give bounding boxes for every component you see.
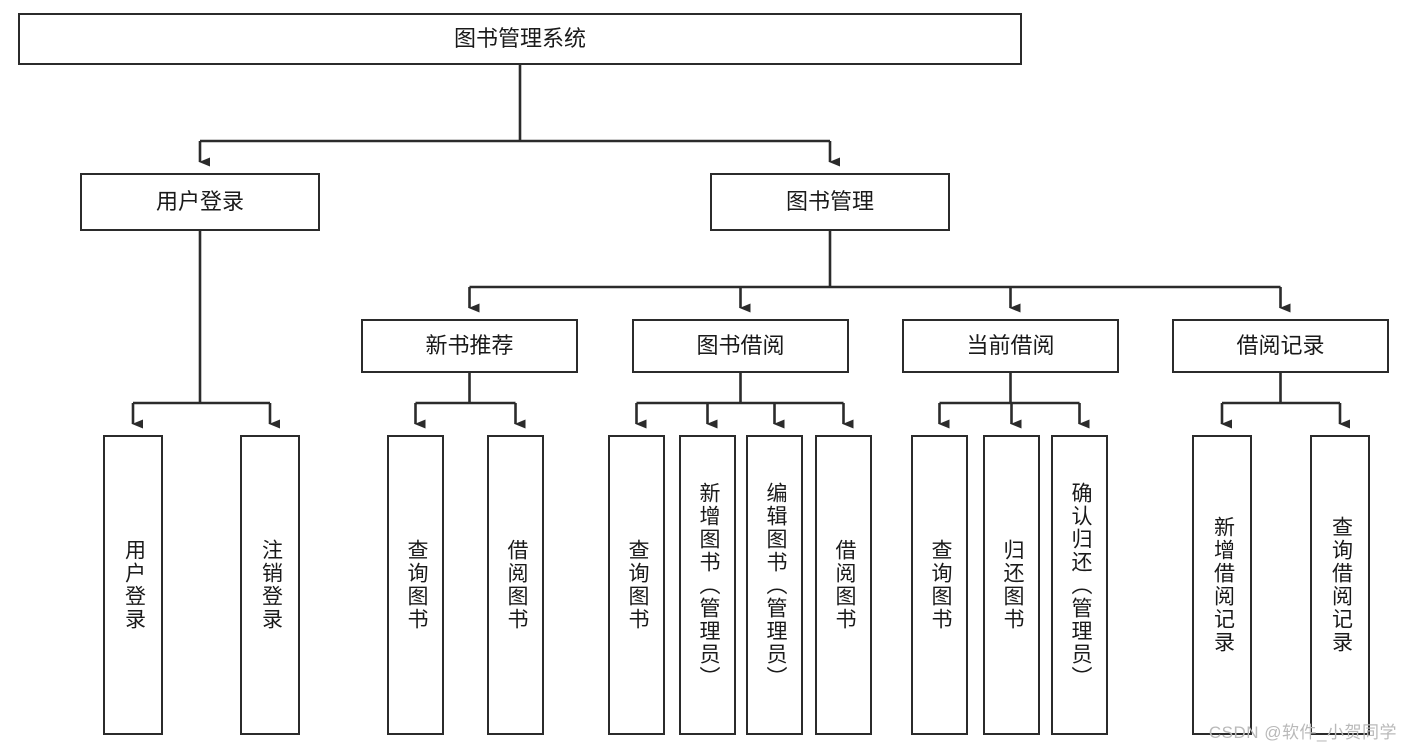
node-user-login[interactable]: 用户登录 bbox=[80, 173, 320, 231]
node-borrow-record[interactable]: 借阅记录 bbox=[1172, 319, 1389, 373]
node-leaf-borrow-book-1[interactable]: 借阅图书 bbox=[487, 435, 544, 735]
node-book-borrow[interactable]: 图书借阅 bbox=[632, 319, 849, 373]
node-leaf-add-record[interactable]: 新增借阅记录 bbox=[1192, 435, 1252, 735]
node-label-leaf-add-book: 新增图书（管理员） bbox=[696, 481, 720, 689]
node-label-leaf-borrow-book-1: 借阅图书 bbox=[504, 539, 528, 631]
node-label-leaf-query-book-1: 查询图书 bbox=[404, 539, 428, 631]
node-root[interactable]: 图书管理系统 bbox=[18, 13, 1022, 65]
node-leaf-user-logout[interactable]: 注销登录 bbox=[240, 435, 300, 735]
node-label-leaf-query-record: 查询借阅记录 bbox=[1329, 516, 1353, 654]
node-leaf-query-book-2[interactable]: 查询图书 bbox=[608, 435, 665, 735]
node-label-book-manage: 图书管理 bbox=[785, 188, 874, 214]
node-current-borrow[interactable]: 当前借阅 bbox=[902, 319, 1119, 373]
node-leaf-user-login[interactable]: 用户登录 bbox=[103, 435, 163, 735]
node-leaf-borrow-book-2[interactable]: 借阅图书 bbox=[815, 435, 872, 735]
node-label-leaf-query-book-3: 查询图书 bbox=[928, 539, 952, 631]
node-leaf-return-book[interactable]: 归还图书 bbox=[983, 435, 1040, 735]
watermark-text: CSDN @软件_小贺同学 bbox=[1208, 723, 1397, 742]
node-label-leaf-user-login: 用户登录 bbox=[122, 539, 146, 631]
node-leaf-query-book-1[interactable]: 查询图书 bbox=[387, 435, 444, 735]
node-leaf-edit-book[interactable]: 编辑图书（管理员） bbox=[746, 435, 803, 735]
node-leaf-add-book[interactable]: 新增图书（管理员） bbox=[679, 435, 736, 735]
node-label-leaf-user-logout: 注销登录 bbox=[259, 539, 283, 631]
node-label-user-login: 用户登录 bbox=[155, 188, 244, 214]
node-label-borrow-record: 借阅记录 bbox=[1236, 332, 1325, 358]
node-label-leaf-return-book: 归还图书 bbox=[1000, 539, 1024, 631]
node-label-leaf-confirm-return: 确认归还（管理员） bbox=[1068, 481, 1092, 689]
node-label-leaf-borrow-book-2: 借阅图书 bbox=[832, 539, 856, 631]
node-leaf-confirm-return[interactable]: 确认归还（管理员） bbox=[1051, 435, 1108, 735]
node-label-leaf-query-book-2: 查询图书 bbox=[625, 539, 649, 631]
node-label-root: 图书管理系统 bbox=[453, 25, 586, 51]
node-book-manage[interactable]: 图书管理 bbox=[710, 173, 950, 231]
node-leaf-query-book-3[interactable]: 查询图书 bbox=[911, 435, 968, 735]
node-new-book-rec[interactable]: 新书推荐 bbox=[361, 319, 578, 373]
node-label-leaf-add-record: 新增借阅记录 bbox=[1211, 516, 1235, 654]
node-label-leaf-edit-book: 编辑图书（管理员） bbox=[763, 481, 787, 689]
node-leaf-query-record[interactable]: 查询借阅记录 bbox=[1310, 435, 1370, 735]
node-label-book-borrow: 图书借阅 bbox=[696, 332, 785, 358]
node-label-new-book-rec: 新书推荐 bbox=[425, 332, 514, 358]
node-label-current-borrow: 当前借阅 bbox=[966, 332, 1055, 358]
